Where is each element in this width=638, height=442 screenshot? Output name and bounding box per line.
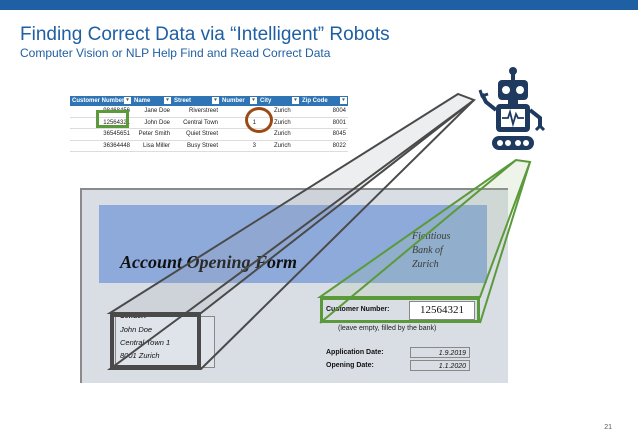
customer-number-highlight: [96, 110, 129, 128]
customer-spreadsheet: Customer Number▾ Name▾ Street▾ Number▾ C…: [70, 96, 348, 152]
column-header[interactable]: City▾: [258, 96, 300, 106]
table-cell[interactable]: 8001: [332, 119, 346, 126]
table-cell[interactable]: Zurich: [274, 108, 291, 114]
application-date-field[interactable]: 1.9.2019: [410, 347, 470, 358]
table-row: 36364448 Lisa Miller Busy Street 3 Zuric…: [70, 141, 348, 152]
application-date-label: Application Date:: [326, 349, 384, 356]
column-header[interactable]: Zip Code▾: [300, 96, 348, 106]
filter-dropdown-icon[interactable]: ▾: [164, 97, 171, 104]
filter-dropdown-icon[interactable]: ▾: [340, 97, 347, 104]
table-cell[interactable]: 12564321: [103, 119, 130, 126]
filter-dropdown-icon[interactable]: ▾: [250, 97, 257, 104]
opening-date-field[interactable]: 1.1.2020: [410, 360, 470, 371]
spreadsheet-header-row: Customer Number▾ Name▾ Street▾ Number▾ C…: [70, 96, 348, 106]
table-cell[interactable]: 3: [252, 142, 256, 149]
sender-name: John Doe: [120, 325, 153, 334]
customer-number-label: Customer Number:: [326, 306, 390, 313]
vision-beam-customer-lower: [479, 161, 531, 324]
form-title: Account Opening Form: [120, 252, 298, 272]
table-row: 36545651 Peter Smith Quiet Street Zurich…: [70, 129, 348, 141]
table-cell[interactable]: 8004: [332, 108, 346, 114]
sender-city: 8001 Zurich: [120, 351, 160, 360]
table-cell[interactable]: Lisa Miller: [142, 142, 170, 149]
table-cell[interactable]: Quiet Street: [185, 131, 218, 137]
sender-highlight: [110, 313, 201, 369]
table-cell[interactable]: Jane Doe: [144, 108, 170, 114]
street-number-highlight: [245, 107, 273, 133]
form-header-band: [99, 205, 487, 283]
table-cell[interactable]: Zurich: [274, 142, 291, 149]
vision-beam-sender-lower: [106, 99, 475, 370]
table-cell[interactable]: Zurich: [274, 131, 291, 137]
top-accent-bar: [0, 0, 638, 10]
column-header[interactable]: Street▾: [172, 96, 220, 106]
filter-dropdown-icon[interactable]: ▾: [292, 97, 299, 104]
leave-empty-note: (leave empty, filled by the bank): [338, 325, 437, 332]
vision-beam-customer-lower: [319, 159, 517, 324]
opening-date-label: Opening Date:: [326, 362, 374, 369]
table-cell[interactable]: 36364448: [103, 142, 130, 149]
slide-subtitle: Computer Vision or NLP Help Find and Rea…: [20, 46, 331, 60]
table-cell[interactable]: Zurich: [274, 119, 291, 126]
filter-dropdown-icon[interactable]: ▾: [124, 97, 131, 104]
table-cell[interactable]: John Doe: [144, 119, 170, 126]
column-header[interactable]: Name▾: [132, 96, 172, 106]
customer-number-field[interactable]: 12564321: [409, 301, 475, 320]
table-cell[interactable]: 8022: [332, 142, 346, 149]
customer-number-highlight: [320, 297, 480, 323]
table-cell[interactable]: Riverstreet: [188, 108, 218, 114]
page-number: 21: [604, 424, 612, 431]
table-cell[interactable]: 36545651: [103, 131, 130, 137]
table-cell[interactable]: 8045: [332, 131, 346, 137]
table-cell[interactable]: Peter Smith: [138, 131, 170, 137]
robot-icon: [478, 67, 546, 150]
slide-title: Finding Correct Data via “Intelligent” R…: [20, 24, 390, 45]
table-cell[interactable]: Central Town: [183, 119, 218, 126]
column-header[interactable]: Number▾: [220, 96, 258, 106]
column-header[interactable]: Customer Number▾: [70, 96, 132, 106]
table-cell[interactable]: Busy Street: [186, 142, 218, 149]
filter-dropdown-icon[interactable]: ▾: [212, 97, 219, 104]
bank-name: Fictitious Bank of Zurich: [412, 231, 451, 270]
